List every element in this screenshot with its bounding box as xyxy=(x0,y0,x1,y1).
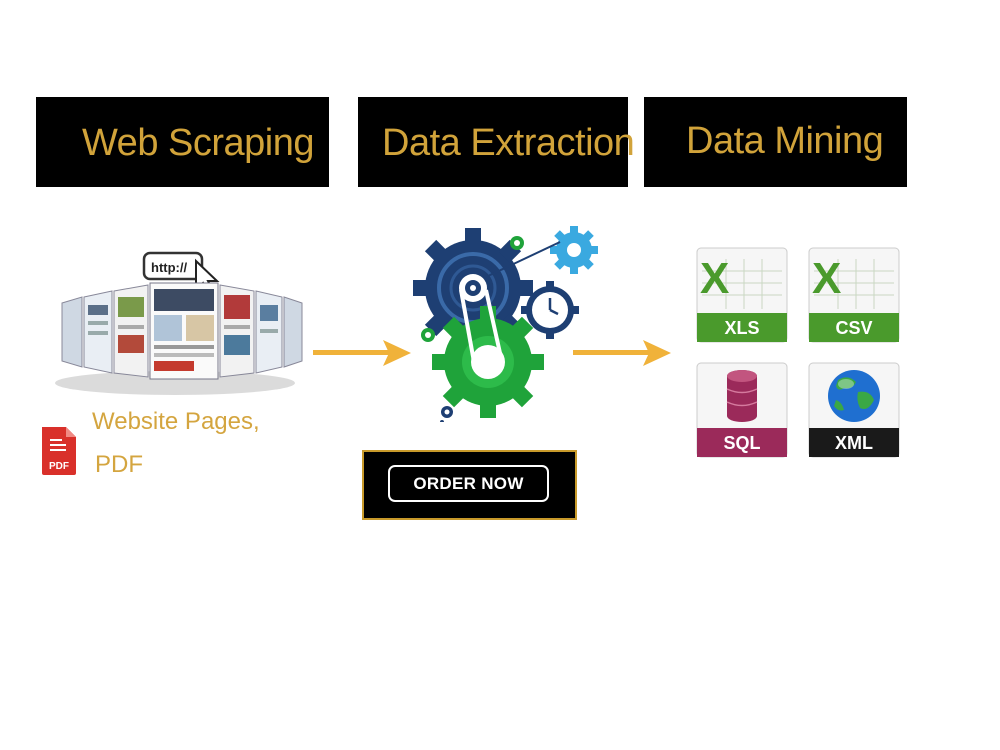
csv-file-icon: X CSV xyxy=(808,247,900,343)
xls-file-icon: X XLS xyxy=(696,247,788,343)
url-bubble: http:// xyxy=(142,251,204,281)
header-data-extraction: Data Extraction xyxy=(358,97,635,187)
svg-text:X: X xyxy=(812,254,841,303)
xml-file-icon: XML xyxy=(808,362,900,458)
green-gear xyxy=(432,306,544,418)
header-data-mining: Data Mining xyxy=(644,97,907,187)
header-data-extraction-label: Data Extraction xyxy=(382,122,635,164)
xls-label: XLS xyxy=(724,318,759,338)
arrow-right-icon xyxy=(573,340,671,366)
svg-text:X: X xyxy=(700,254,729,303)
sql-file-icon: SQL xyxy=(696,362,788,458)
source-label-line1: Website Pages, xyxy=(92,408,260,435)
source-label-line2: PDF xyxy=(95,451,143,478)
order-now-panel: ORDER NOW xyxy=(362,450,577,520)
light-blue-gear xyxy=(550,226,598,274)
header-data-mining-label: Data Mining xyxy=(686,120,884,162)
header-web-scraping-label: Web Scraping xyxy=(82,122,314,164)
web-page-thumbnails xyxy=(61,282,303,380)
website-pages-illustration: http:// xyxy=(55,251,303,395)
sql-label: SQL xyxy=(723,433,760,453)
gears-icon xyxy=(413,226,598,422)
xml-label: XML xyxy=(835,433,873,453)
order-now-button[interactable]: ORDER NOW xyxy=(388,465,549,502)
url-bubble-text: http:// xyxy=(151,260,187,275)
pdf-icon-label: PDF xyxy=(49,461,69,472)
pdf-icon: PDF xyxy=(42,427,76,475)
globe-icon xyxy=(828,370,880,422)
clock-icon xyxy=(521,281,579,339)
csv-label: CSV xyxy=(835,318,872,338)
arrow-right-icon xyxy=(313,340,411,366)
header-web-scraping: Web Scraping xyxy=(36,97,329,187)
